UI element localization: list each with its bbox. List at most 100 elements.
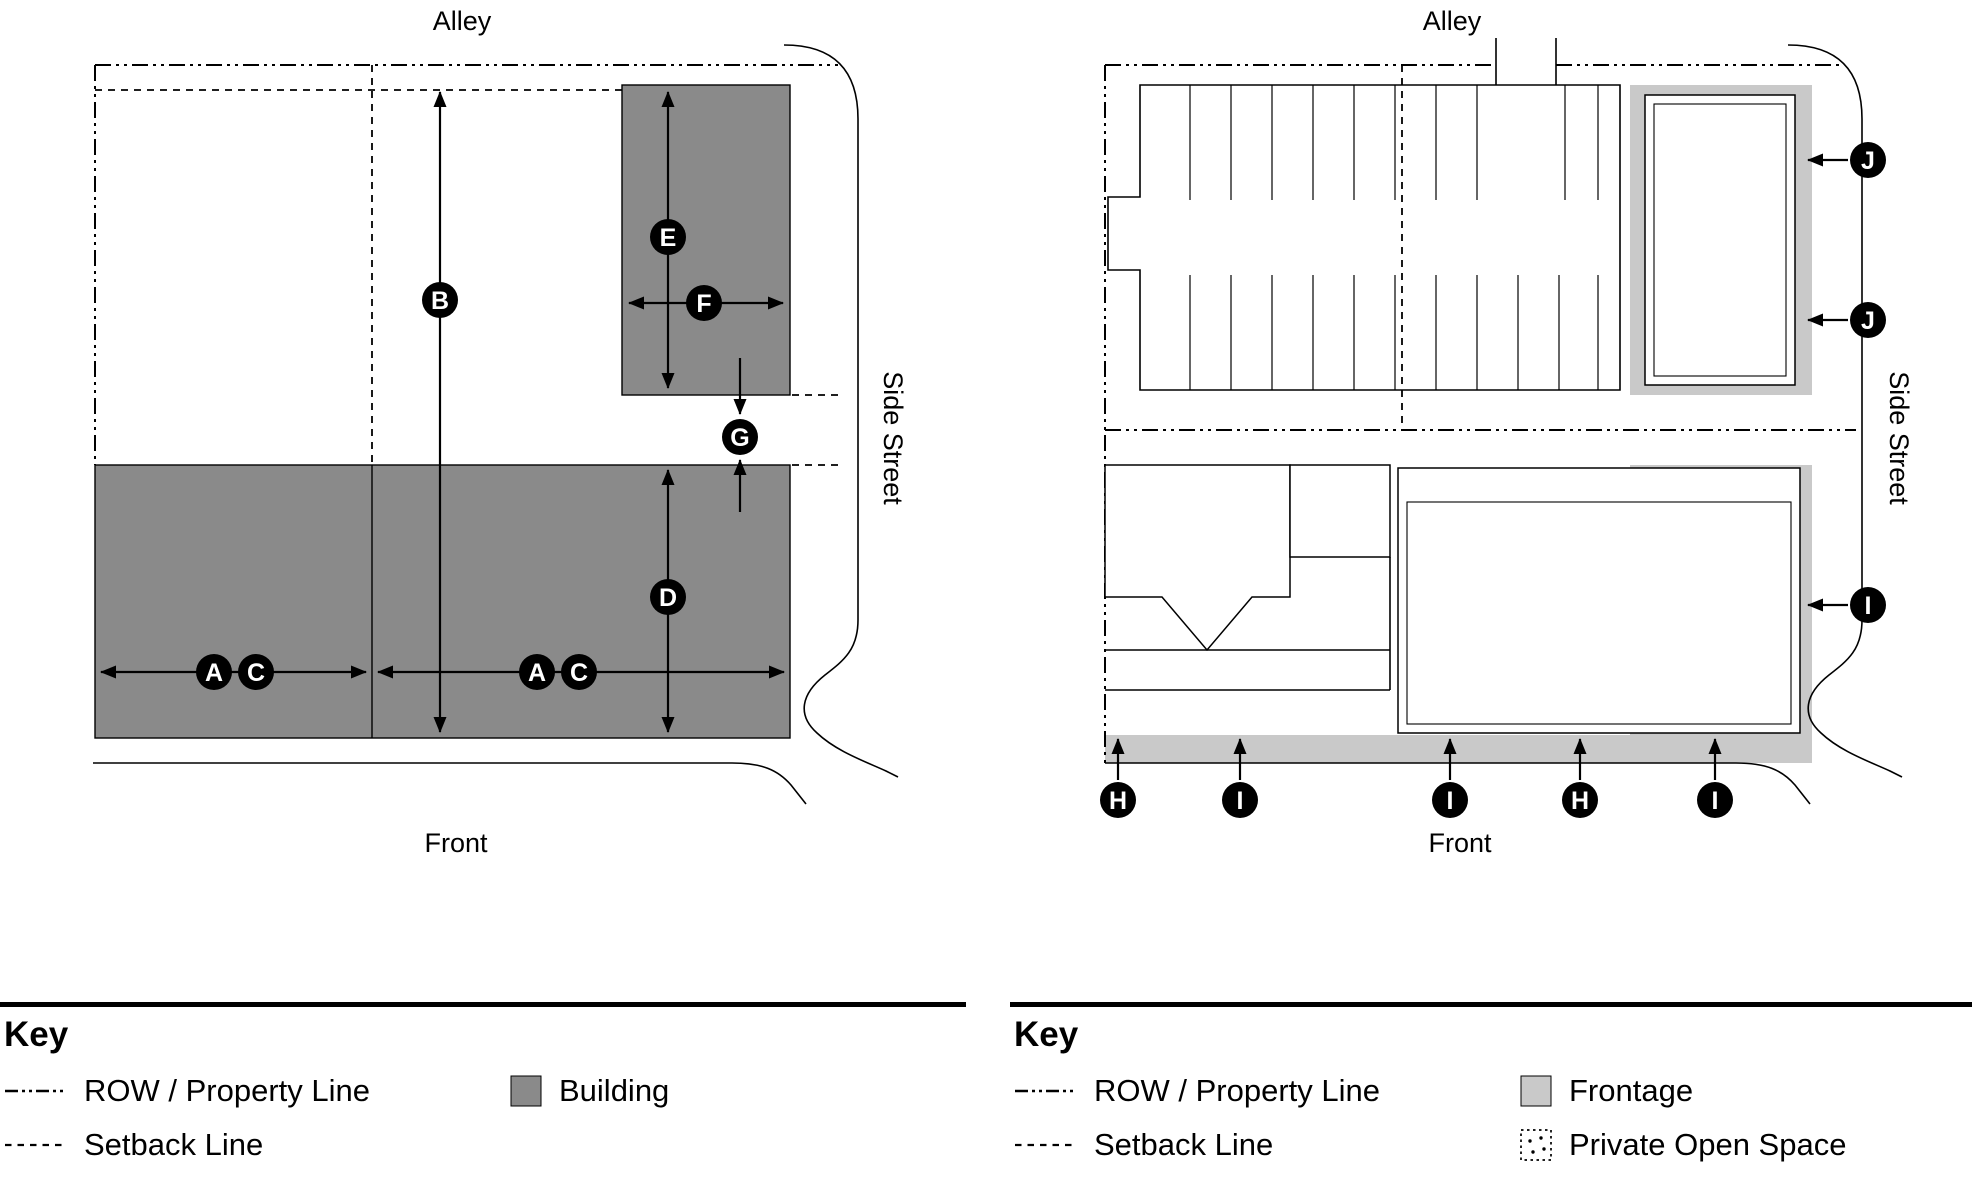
marker-circle (1850, 142, 1886, 178)
marker-letter-i: I (1447, 787, 1454, 815)
right-diagram: J J I H I I H (1100, 6, 1914, 858)
marker-letter-h: H (1571, 787, 1589, 815)
marker-circle (1100, 782, 1136, 818)
open-space-dot (1539, 1136, 1543, 1140)
marker-i-side: I (1850, 587, 1886, 623)
side-street-curb (1787, 44, 1903, 778)
marker-c-right: C (561, 654, 597, 690)
marker-i-1: I (1222, 782, 1258, 818)
front-label: Front (424, 828, 488, 858)
marker-j-top: J (1850, 142, 1886, 178)
marker-d: D (650, 579, 686, 615)
marker-letter-d: D (659, 584, 677, 612)
marker-letter-j: J (1861, 307, 1875, 335)
marker-f: F (686, 285, 722, 321)
marker-circle (196, 654, 232, 690)
key-item-building: Building (505, 1073, 966, 1109)
marker-letter-a: A (205, 659, 223, 687)
front-street-curb (1105, 762, 1811, 805)
marker-letter-i: I (1865, 592, 1872, 620)
marker-letter-i: I (1237, 787, 1244, 815)
open-space-dot (1531, 1150, 1535, 1154)
row-property-line-label: ROW / Property Line (84, 1073, 370, 1108)
marker-letter-a: A (528, 659, 546, 687)
marker-circle (650, 579, 686, 615)
open-space-dot (1542, 1147, 1546, 1151)
marker-letter-g: G (730, 424, 749, 452)
marker-a-left: A (196, 654, 232, 690)
marker-circle (686, 285, 722, 321)
front-label: Front (1428, 828, 1492, 858)
marker-circle (650, 219, 686, 255)
marker-letter-h: H (1109, 787, 1127, 815)
marker-circle (1850, 302, 1886, 338)
key-item-row-property: ROW / Property Line (1010, 1073, 1515, 1109)
key-title: Key (1014, 1015, 1079, 1054)
marker-j-bottom: J (1850, 302, 1886, 338)
marker-c-left: C (238, 654, 274, 690)
frontage-zone-front (1105, 735, 1812, 763)
marker-circle (1850, 587, 1886, 623)
rear-building (621, 84, 791, 396)
main-building (94, 464, 791, 739)
frontage-swatch (1520, 1075, 1552, 1107)
key-item-setback: Setback Line (1010, 1127, 1515, 1163)
front-building-inner (1406, 501, 1792, 725)
key-item-frontage: Frontage (1515, 1073, 1972, 1109)
marker-circle (422, 282, 458, 318)
frontage-label: Frontage (1569, 1073, 1694, 1108)
side-street-label: Side Street (878, 371, 908, 505)
frontage-swatch-rect (1520, 1075, 1552, 1107)
key-item-row-property: ROW / Property Line (0, 1073, 505, 1109)
marker-h-2: H (1562, 782, 1598, 818)
corner-building-inner (1653, 103, 1787, 377)
setback-line-sample (5, 1143, 67, 1147)
open-space-label: Private Open Space (1569, 1127, 1847, 1162)
key-grid: ROW / Property Line Frontage Setback Lin… (1010, 1073, 1972, 1163)
left-diagram: A C A C B D E (93, 6, 908, 858)
alley-label: Alley (433, 6, 492, 36)
building-swatch-rect (510, 1075, 542, 1107)
row-property-line-sample (5, 1089, 67, 1093)
marker-b: B (422, 282, 458, 318)
marker-circle (1697, 782, 1733, 818)
marker-circle (1222, 782, 1258, 818)
marker-a-right: A (519, 654, 555, 690)
building-swatch (510, 1075, 542, 1107)
row-property-line-label: ROW / Property Line (1094, 1073, 1380, 1108)
marker-circle (238, 654, 274, 690)
marker-letter-i: I (1712, 787, 1719, 815)
left-key: Key ROW / Property Line Building Setback… (0, 1002, 966, 1163)
setback-line-sample (1015, 1143, 1077, 1147)
setback-line-label: Setback Line (1094, 1127, 1274, 1162)
right-key: Key ROW / Property Line Frontage Setback… (1010, 1002, 1972, 1163)
marker-i-3: I (1697, 782, 1733, 818)
parking-stalls-top-row (1189, 85, 1599, 200)
side-street-curb (783, 44, 899, 778)
marker-letter-j: J (1861, 147, 1875, 175)
marker-circle (519, 654, 555, 690)
building-label: Building (559, 1073, 670, 1108)
marker-g: G (722, 419, 758, 455)
open-space-swatch-rect (1520, 1129, 1552, 1161)
marker-circle (561, 654, 597, 690)
open-space-dot (1528, 1139, 1532, 1143)
key-title: Key (4, 1015, 69, 1054)
marker-i-2: I (1432, 782, 1468, 818)
key-item-setback: Setback Line (0, 1127, 505, 1163)
private-open-space-swatch (1520, 1129, 1552, 1161)
front-street-curb (93, 762, 807, 805)
corner-building-outer (1644, 94, 1796, 386)
marker-circle (1432, 782, 1468, 818)
setback-line-label: Setback Line (84, 1127, 264, 1162)
side-street-label: Side Street (1884, 371, 1914, 505)
marker-circle (1562, 782, 1598, 818)
marker-letter-e: E (660, 224, 677, 252)
parking-lot-boundary (1107, 84, 1621, 391)
diagrams-svg: A C A C B D E (93, 6, 1914, 858)
marker-letter-c: C (570, 659, 588, 687)
key-grid: ROW / Property Line Building Setback Lin… (0, 1073, 966, 1163)
alley-label: Alley (1423, 6, 1482, 36)
side-wing-building (1289, 464, 1391, 558)
front-building-outer (1397, 467, 1801, 734)
